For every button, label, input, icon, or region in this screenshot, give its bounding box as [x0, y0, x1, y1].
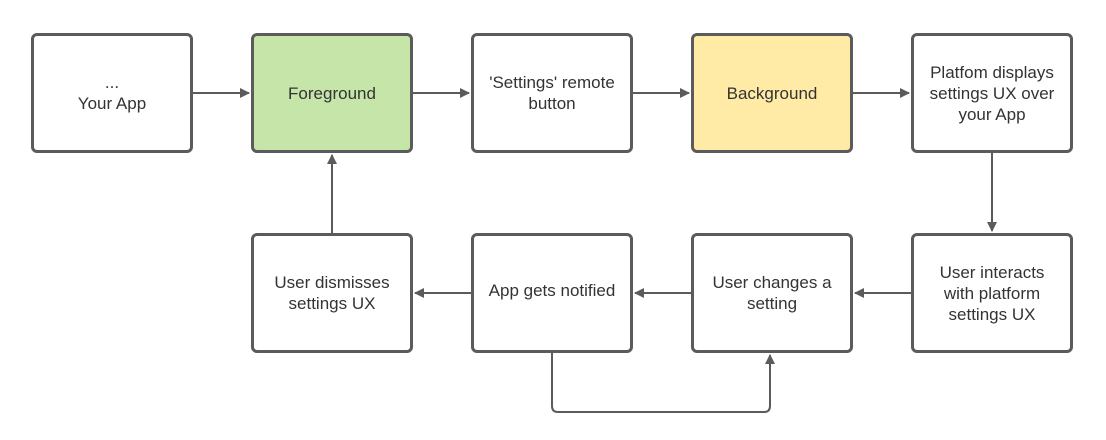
node-your-app: ... Your App: [31, 33, 193, 153]
node-label-foreground: Foreground: [288, 83, 376, 103]
node-user-interacts: User interacts with platform settings UX: [911, 233, 1073, 353]
node-label-user-dismisses: User dismisses settings UX: [274, 273, 390, 313]
node-app-notified: App gets notified: [471, 233, 633, 353]
node-label-background: Background: [726, 83, 818, 103]
node-platform-displays: Platfom displays settings UX over your A…: [911, 33, 1073, 153]
node-label-user-changes: User changes a setting: [712, 273, 832, 313]
node-settings-remote-button: 'Settings' remote button: [471, 33, 633, 153]
node-user-dismisses: User dismisses settings UX: [251, 233, 413, 353]
arrow-app-notified-to-user-changes: [551, 353, 775, 413]
node-label-platform-displays: Platfom displays settings UX over your A…: [929, 62, 1055, 124]
node-label-user-interacts: User interacts with platform settings UX: [939, 262, 1045, 324]
node-label-app-notified: App gets notified: [488, 281, 616, 300]
node-label-your-app: ... Your App: [77, 73, 147, 113]
node-foreground: Foreground: [251, 33, 413, 153]
node-background: Background: [691, 33, 853, 153]
node-label-settings-remote-button: 'Settings' remote button: [489, 73, 615, 113]
node-user-changes: User changes a setting: [691, 233, 853, 353]
edge-layer: [193, 88, 997, 413]
